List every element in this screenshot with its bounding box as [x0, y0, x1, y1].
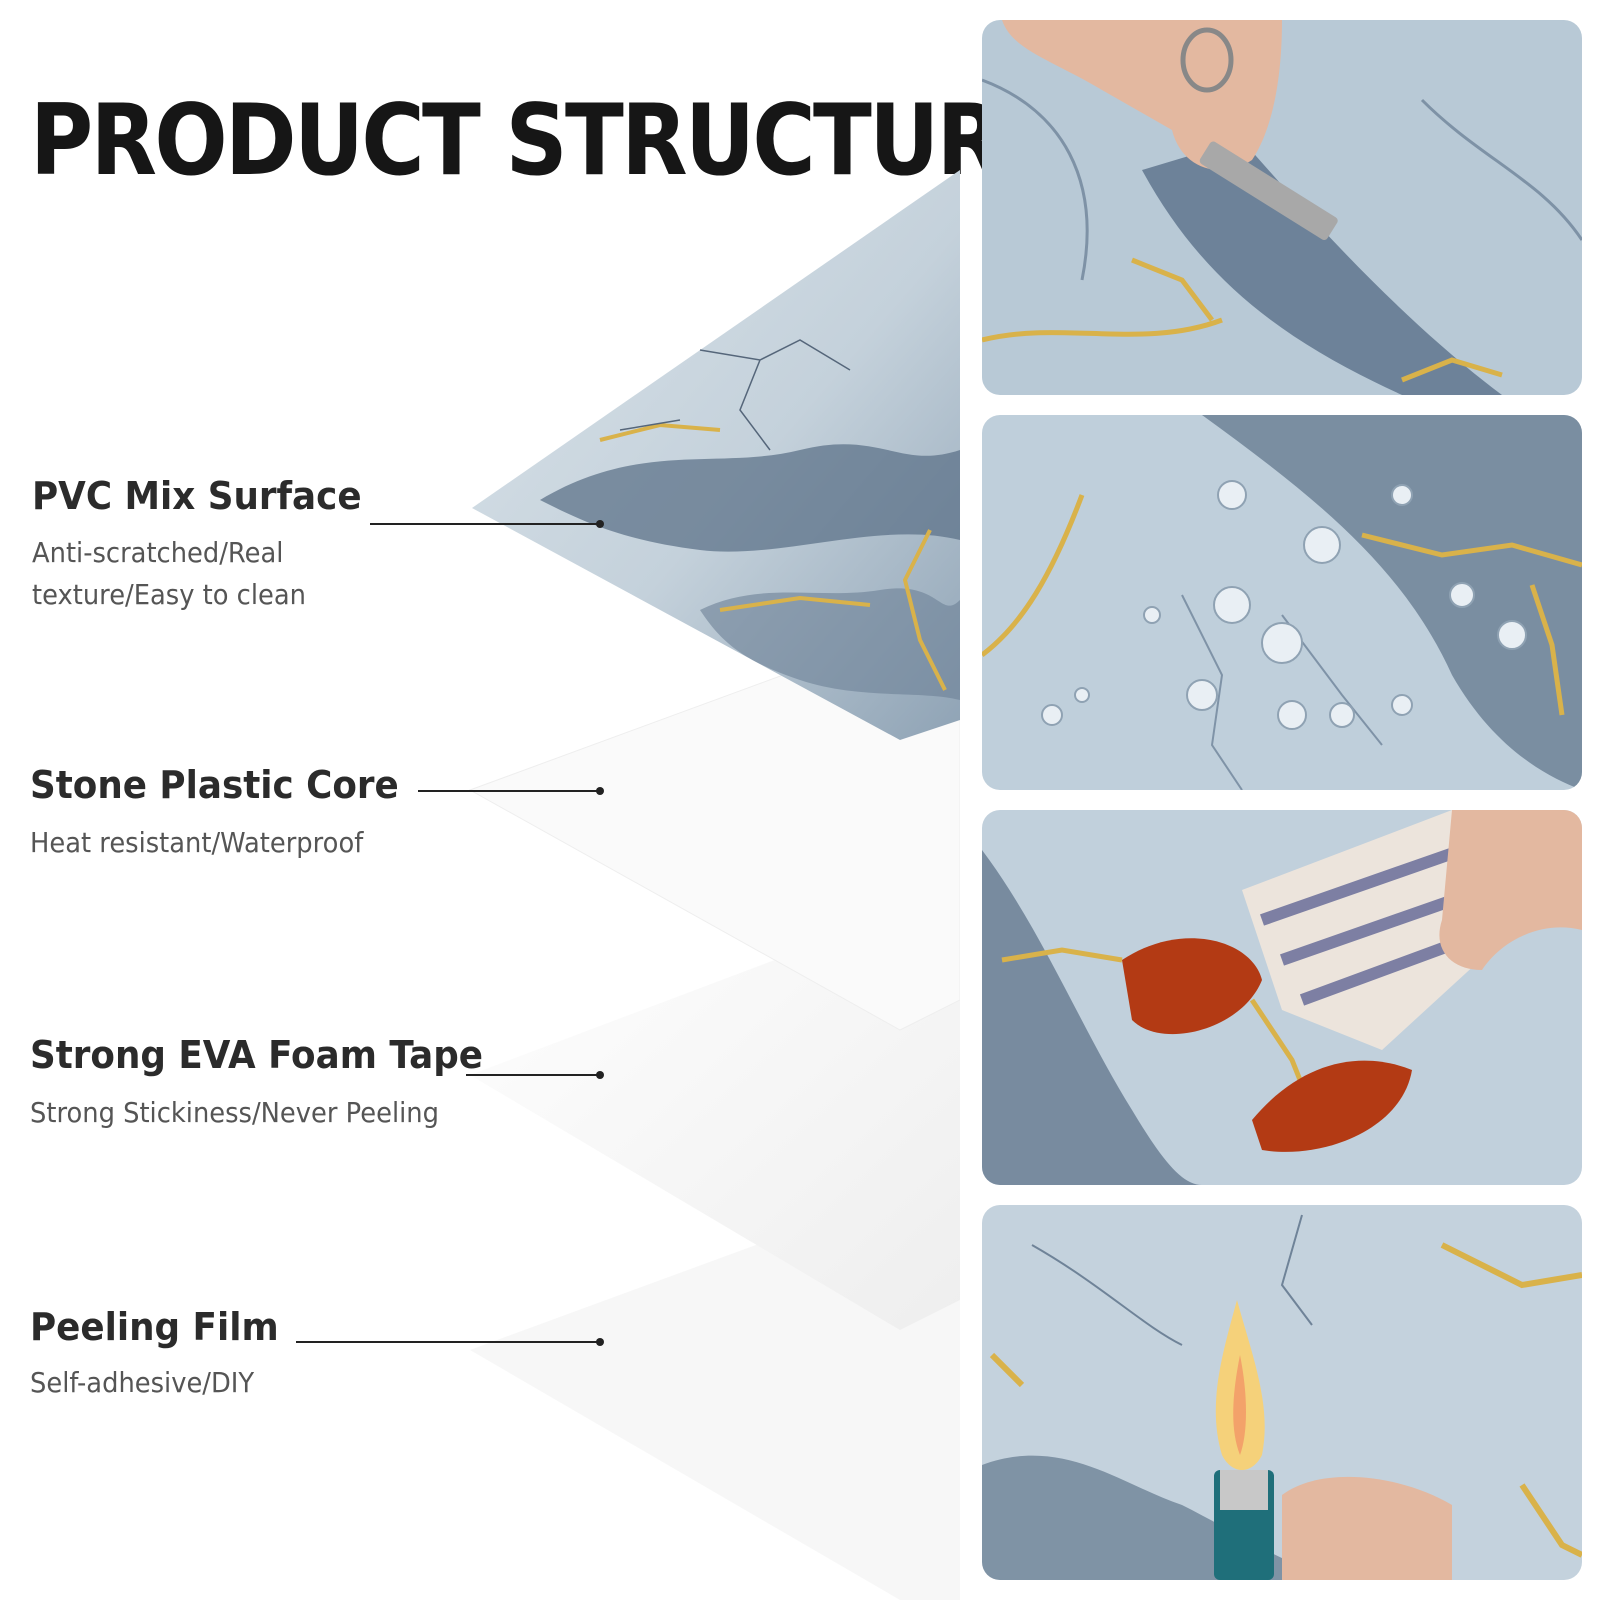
water-drops-photo	[982, 415, 1582, 790]
page-title: PRODUCT STRUCTURE	[30, 84, 1059, 198]
leader-dot	[596, 1071, 604, 1079]
layer-title-foam-tape: Strong EVA Foam Tape	[30, 1033, 484, 1077]
scratch-test-photo	[982, 20, 1582, 395]
leader-line	[370, 523, 598, 525]
lighter-flame-photo	[982, 1205, 1582, 1580]
layer-title-pvc-surface: PVC Mix Surface	[32, 474, 362, 518]
layer-title-stone-core: Stone Plastic Core	[30, 763, 399, 807]
hand-shape	[1002, 20, 1282, 170]
layer-title-peeling-film: Peeling Film	[30, 1305, 279, 1349]
leader-dot	[596, 787, 604, 795]
leader-line	[418, 790, 598, 792]
crack-line	[619, 339, 851, 451]
layer-description-peeling-film: Self-adhesive/DIY	[30, 1366, 255, 1399]
layer-stack-illustration	[468, 170, 960, 1330]
hand-shape	[1439, 810, 1582, 970]
leader-line	[296, 1341, 598, 1343]
hand-shape	[1282, 1476, 1452, 1580]
leader-dot	[596, 520, 604, 528]
marble-vein	[700, 588, 960, 700]
foam-tape-sheet	[470, 890, 960, 1330]
gold-vein	[599, 422, 947, 691]
layer-description-foam-tape: Strong Stickiness/Never Peeling	[30, 1096, 439, 1129]
stain-wipe-photo	[982, 810, 1582, 1185]
leader-line	[466, 1074, 598, 1076]
stain-shape	[1122, 938, 1262, 1035]
marble-vein	[540, 444, 960, 552]
layer-description-pvc-surface: Anti-scratched/Real texture/Easy to clea…	[32, 536, 306, 611]
layer-description-stone-core: Heat resistant/Waterproof	[30, 826, 364, 859]
leader-dot	[596, 1338, 604, 1346]
